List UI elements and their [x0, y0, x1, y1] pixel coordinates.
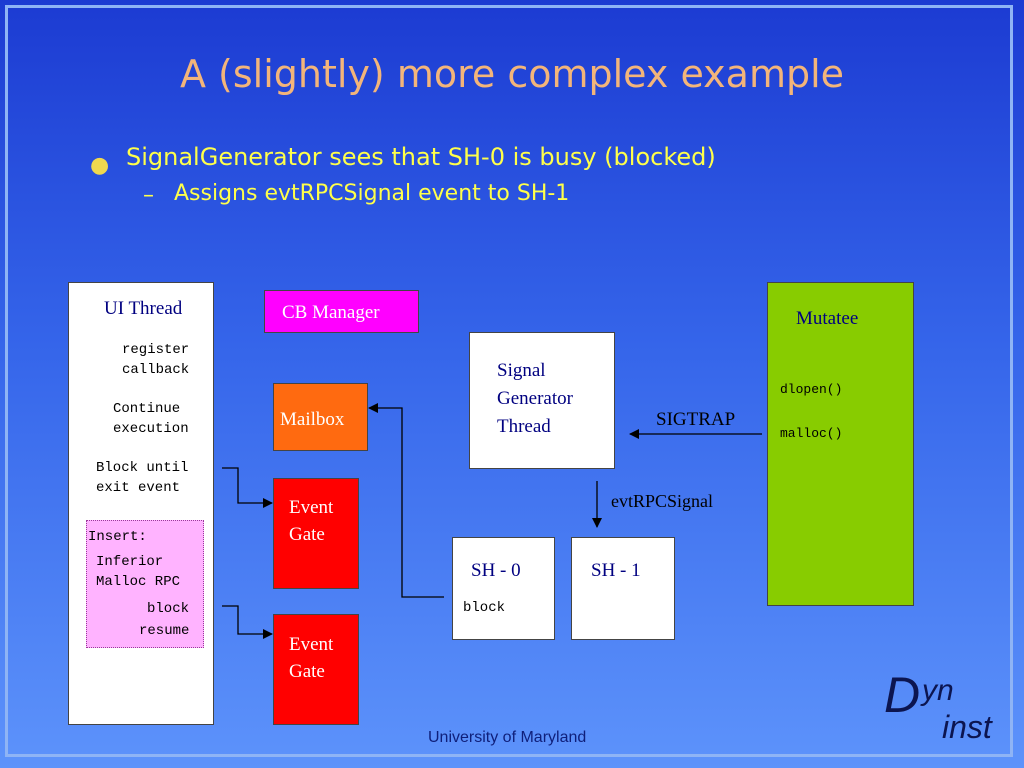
cb-manager-label: CB Manager: [282, 302, 380, 323]
slide-title: A (slightly) more complex example: [179, 52, 845, 96]
slide-frame: [5, 5, 1013, 757]
event-gate-2-box: [273, 614, 359, 725]
ui-thread-box: [68, 282, 214, 725]
mailbox-label: Mailbox: [280, 409, 345, 430]
ui-thread-label: UI Thread: [104, 298, 183, 319]
mutatee-label: Mutatee: [796, 308, 859, 329]
event-gate-1-box: [273, 478, 359, 589]
logo-inst: inst: [942, 709, 992, 745]
sh0-status: block: [463, 600, 506, 616]
logo-d: D: [884, 667, 921, 723]
insert-box: [86, 520, 204, 648]
arrow-block-to-gate1: [222, 467, 273, 508]
signal-generator-label: Signal Generator Thread: [497, 360, 573, 437]
footer-university: University of Maryland: [428, 729, 587, 746]
arrow-sh0-to-mailbox: [368, 403, 444, 598]
bullet-marker: ●: [90, 153, 110, 178]
sh0-label: SH - 0: [471, 560, 521, 581]
block-text: block: [147, 601, 190, 617]
sh0-box: [452, 537, 555, 640]
bullet-level2: Assigns evtRPCSignal event to SH-1: [174, 181, 570, 206]
evt-rpc-signal-label: evtRPCSignal: [611, 491, 714, 511]
mutatee-box: [767, 282, 914, 606]
event-gate-1-label: Event Gate: [289, 497, 334, 545]
mailbox-box: [273, 383, 368, 451]
resume-text: resume: [139, 623, 190, 639]
arrow-insert-to-gate2: [222, 605, 273, 639]
continue-execution-text: Continue execution: [113, 401, 189, 437]
bullet-dash-marker: –: [143, 183, 154, 208]
event-gate-2-label: Event Gate: [289, 634, 334, 682]
signal-generator-box: [469, 332, 615, 469]
dlopen-call: dlopen(): [780, 382, 843, 397]
cb-manager-box: [264, 290, 419, 333]
logo-yn: yn: [922, 674, 954, 707]
block-until-text: Block until exit event: [96, 460, 189, 496]
sh1-box: [571, 537, 675, 640]
malloc-call: malloc(): [780, 426, 843, 441]
insert-label: Insert:: [88, 529, 147, 545]
register-callback-text: register callback: [122, 342, 190, 378]
sh1-label: SH - 1: [591, 560, 641, 581]
sigtrap-label: SIGTRAP: [656, 409, 736, 430]
inferior-malloc-text: Inferior Malloc RPC: [96, 554, 181, 590]
bullet-level1: SignalGenerator sees that SH-0 is busy (…: [126, 143, 716, 171]
